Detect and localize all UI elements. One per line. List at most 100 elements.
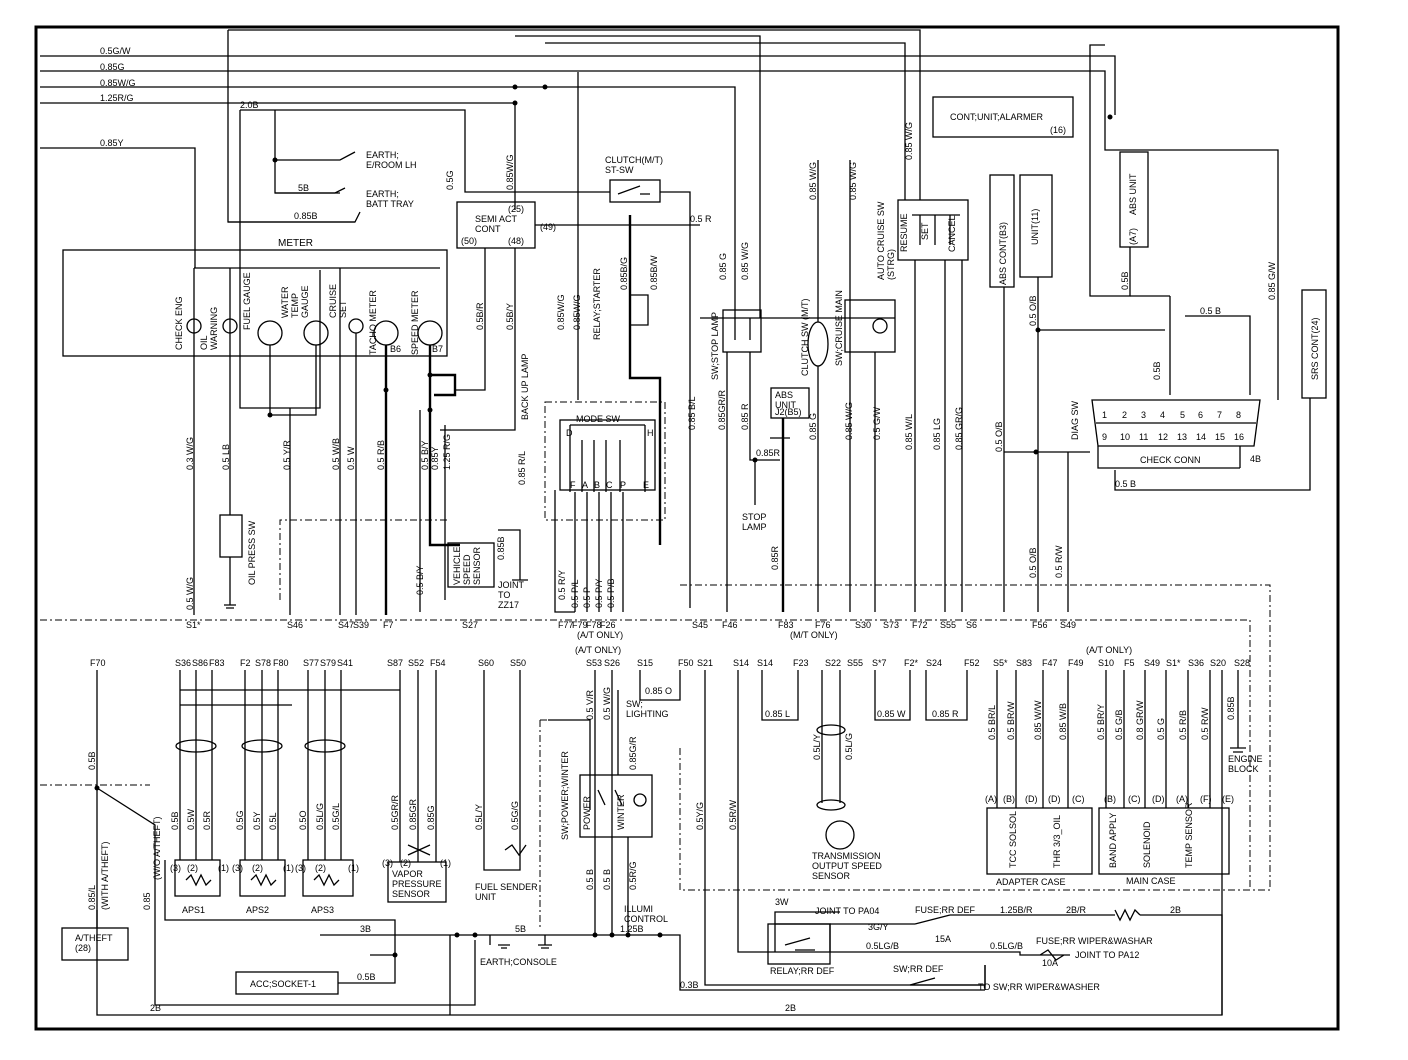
diag-sw-label: DIAG SW	[1070, 400, 1080, 440]
pin-label: S87	[387, 658, 403, 668]
wire-label: 5B	[298, 183, 309, 193]
main-pin: (E)	[1222, 794, 1234, 804]
aps-pin: (1)	[348, 863, 359, 873]
pin-label: B7	[432, 344, 443, 354]
aps-pin: (3)	[232, 863, 243, 873]
fuse-amp: 10A	[1042, 958, 1058, 968]
pin-label: S5*	[993, 658, 1008, 668]
wire-label: 0.85B	[294, 211, 318, 221]
wire-label: 0.5 B/Y	[420, 440, 430, 470]
pin-label: S53	[586, 658, 602, 668]
power-label: POWER	[582, 795, 592, 830]
pin-label: S24	[926, 658, 942, 668]
at-only-label: (A/T ONLY)	[575, 645, 621, 655]
conn-pin: 11	[1139, 432, 1148, 442]
aps-pin: (1)	[283, 863, 294, 873]
wire-label: 2B	[1170, 905, 1181, 915]
conn-pin: 2	[1122, 410, 1127, 420]
pin-label: S55	[847, 658, 863, 668]
mode-sw-label: MODE SW	[576, 414, 621, 424]
wire-label: 0.5 R/Y	[557, 570, 567, 600]
wire-label: 0.5 R	[690, 214, 712, 224]
wire-label: 0.85/L	[87, 885, 97, 910]
wire-label: 0.5B/Y	[505, 303, 515, 330]
pin-label: F46	[722, 620, 738, 630]
pin-label: S47	[338, 620, 354, 630]
pin-label: (25)	[508, 204, 524, 214]
aps-pin: (2)	[315, 863, 326, 873]
wire-label: 0.5 V/R	[585, 689, 595, 720]
wire-label: 0.5L/Y	[812, 734, 822, 760]
pin-label: S22	[825, 658, 841, 668]
wire-label: 1.25B	[620, 924, 644, 934]
abs-unit-pin: (A7)	[1128, 228, 1138, 245]
abs-unit-box	[1119, 151, 1149, 248]
wire-label: 0.5G/W	[100, 46, 131, 56]
wire-label: 0.85 GR/G	[954, 407, 964, 450]
pin-label: S27	[462, 620, 478, 630]
mode-pin: E	[643, 480, 649, 490]
wire-label: 0.85 W/L	[904, 414, 914, 450]
pin-label: F2*	[904, 658, 919, 668]
pin-label: F76	[815, 620, 831, 630]
conn-pin: 1	[1102, 410, 1107, 420]
wire-label: 0.5 B/Y	[415, 565, 425, 595]
wire-label: 0.3B	[680, 980, 699, 990]
pin-label: S26	[604, 658, 620, 668]
wire-label: 0.5 O/B	[1028, 295, 1038, 326]
mode-pin: C	[606, 480, 613, 490]
pin-label: S1*	[1166, 658, 1181, 668]
relay-rr-def-label: RELAY;RR DEF	[770, 966, 835, 976]
pin-label: F23	[793, 658, 809, 668]
wire-label: 0.85W/G	[100, 78, 136, 88]
pin-label: F77	[558, 620, 574, 630]
adapter-pin: (B)	[1003, 794, 1015, 804]
wire-label: 0.85B	[1226, 696, 1236, 720]
pin-label: S79	[320, 658, 336, 668]
wire-label: 0.85 G	[718, 253, 728, 280]
stop-lamp-switch-group	[700, 160, 896, 612]
joint-pa12-label: JOINT TO PA12	[1075, 950, 1139, 960]
sw-power-label: SW;POWER;WINTER	[560, 751, 570, 840]
gauge-label: CRUISESET	[328, 284, 348, 318]
pin-label: B6	[390, 344, 401, 354]
main-pin: (C)	[1128, 794, 1141, 804]
conn-pin: 15	[1215, 432, 1225, 442]
wire-label: 0.5 W/G	[602, 687, 612, 720]
conn-pin: 8	[1236, 410, 1241, 420]
wire-label: 1.25 R/G	[442, 434, 452, 470]
srs-box	[1301, 289, 1327, 399]
wire-label: 0.5 R/B	[1178, 710, 1188, 740]
abs-cont-label: ABS CONT(B3)	[998, 222, 1008, 285]
wire	[1114, 398, 1311, 491]
wire-label: 0.5 B	[1200, 306, 1221, 316]
gauge-label: TACHO METER	[368, 290, 378, 355]
pin-label: S10	[1098, 658, 1114, 668]
temp-sensor-label: TEMP SENSOR	[1184, 802, 1194, 868]
at-only-label: (A/T ONLY)	[1086, 645, 1132, 655]
mode-pin: F	[570, 480, 576, 490]
wire-label: 0.5G	[445, 170, 455, 190]
wire-label: 3B	[360, 924, 371, 934]
fuse-rr-def-label: FUSE;RR DEF	[915, 905, 976, 915]
wire-label: 0.5 G/B	[1114, 709, 1124, 740]
acc-socket-label: ACC;SOCKET-1	[250, 979, 316, 989]
wire-label: 0.5 P	[582, 587, 592, 608]
conn-pin: 4	[1160, 410, 1165, 420]
sw-rr-def-label: SW;RR DEF	[893, 964, 944, 974]
wire-label: 0.5B/R	[475, 302, 485, 330]
wire-label: 0.85 G/W	[1267, 261, 1277, 300]
wire-label: 0.5R/W	[728, 799, 738, 830]
wire-label: 5B	[515, 924, 526, 934]
mode-pin: D	[566, 428, 573, 438]
wire-label: 0.5B	[1152, 361, 1162, 380]
conn-pin: 9	[1102, 432, 1107, 442]
relay-starter-label: RELAY;STARTER	[592, 268, 602, 340]
aps-label: APS3	[311, 905, 334, 915]
at-only-label: (A/T ONLY)	[577, 630, 623, 640]
wire-label: 0.5 BR/L	[987, 705, 997, 740]
adapter-pin: (D)	[1025, 794, 1038, 804]
pin-label: F50	[678, 658, 694, 668]
alarmer-label: CONT;UNIT;ALARMER	[950, 112, 1044, 122]
